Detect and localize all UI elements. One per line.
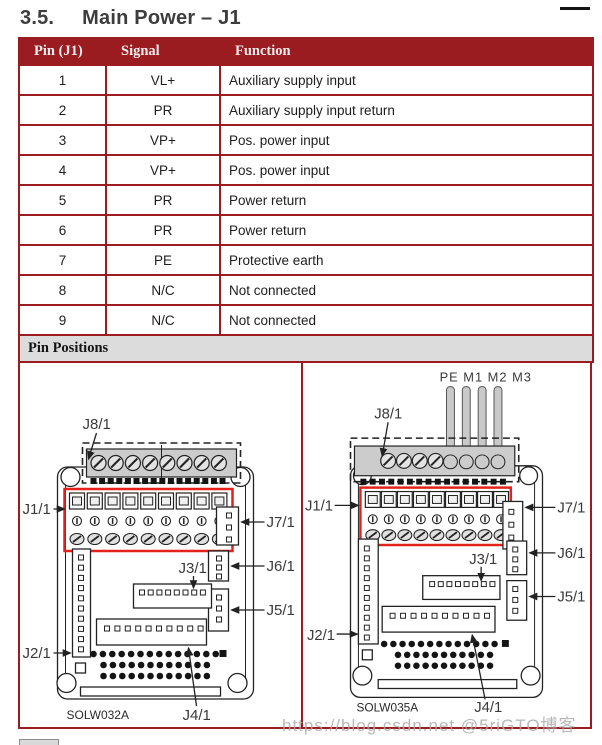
- label-j8: J8/1: [83, 416, 111, 433]
- connector-board-diagram-solw032a: J8/1 J1/1 J7/1 J6/1 J5/1 J3/1 J2/1 J4/1 …: [23, 416, 295, 724]
- side-connectors: [502, 500, 528, 621]
- pin-cell: 4: [18, 154, 107, 186]
- label-j4: J4/1: [183, 707, 211, 724]
- section-row: Pin Positions: [18, 334, 594, 363]
- solder-dot-grid: [90, 650, 227, 680]
- page-title: 3.5. Main Power – J1: [20, 7, 602, 30]
- j3-connector: [132, 583, 213, 609]
- label-j5: J5/1: [267, 602, 295, 619]
- mounting-hole: [60, 466, 81, 488]
- label-j1: J1/1: [23, 501, 51, 518]
- label-j7: J7/1: [267, 514, 295, 531]
- signal-cell: PR: [105, 184, 221, 216]
- label-j2: J2/1: [23, 645, 51, 662]
- signal-cell: N/C: [105, 304, 221, 336]
- header-function: Function: [219, 37, 594, 66]
- pin-cell: 2: [18, 94, 107, 126]
- j8-terminal-strip: [81, 442, 242, 484]
- pin-cell: 3: [18, 124, 107, 156]
- pin-positions-diagrams: J8/1 J1/1 J7/1 J6/1 J5/1 J3/1 J2/1 J4/1 …: [18, 363, 592, 729]
- pin-cell: 9: [18, 304, 107, 336]
- section-title-text: Main Power – J1: [82, 7, 241, 29]
- mounting-hole: [519, 466, 539, 486]
- label-j2: J2/1: [307, 628, 335, 644]
- label-j1: J1/1: [305, 498, 333, 514]
- label-j6: J6/1: [267, 558, 295, 575]
- pin-cell: 5: [18, 184, 107, 216]
- j2-connector: [357, 538, 379, 661]
- j8-terminal-strip: [349, 437, 520, 485]
- page-edge-mark: [560, 7, 590, 10]
- pin-cell: 8: [18, 274, 107, 306]
- label-j3: J3/1: [179, 560, 207, 577]
- header-signal: Signal: [105, 37, 221, 66]
- diagram-left-cell: J8/1 J1/1 J7/1 J6/1 J5/1 J3/1 J2/1 J4/1 …: [20, 363, 301, 727]
- section-number: 3.5.: [20, 7, 55, 29]
- function-cell: Power return: [219, 214, 594, 246]
- function-cell: Auxiliary supply input: [219, 64, 594, 96]
- function-cell: Auxiliary supply input return: [219, 94, 594, 126]
- power-wires: PE M1 M2 M3: [440, 370, 532, 470]
- signal-cell: PR: [105, 214, 221, 246]
- j2-connector: [71, 548, 92, 674]
- signal-cell: N/C: [105, 274, 221, 306]
- signal-cell: VL+: [105, 64, 221, 96]
- function-cell: Not connected: [219, 304, 594, 336]
- pin-cell: 7: [18, 244, 107, 276]
- diagram-caption: SOLW032A: [67, 708, 129, 722]
- signal-cell: VP+: [105, 154, 221, 186]
- function-cell: Protective earth: [219, 244, 594, 276]
- label-j8: J8/1: [374, 406, 402, 422]
- mounting-hole: [227, 672, 248, 694]
- manual-page: { "title": {"number": "3.5.", "text": "M…: [0, 7, 602, 745]
- pin-cell: 6: [18, 214, 107, 246]
- section-label: Pin Positions: [18, 334, 594, 363]
- j3-connector: [422, 575, 501, 601]
- signal-cell: VP+: [105, 124, 221, 156]
- signal-cell: PR: [105, 94, 221, 126]
- connector-board-diagram-solw035a: PE M1 M2 M3: [305, 370, 585, 717]
- function-cell: Not connected: [219, 274, 594, 306]
- wire-labels: PE M1 M2 M3: [440, 370, 532, 385]
- pin-cell: 1: [18, 64, 107, 96]
- j4-connector: [95, 618, 208, 646]
- mounting-hole: [520, 665, 541, 686]
- diagram-caption: SOLW035A: [356, 700, 418, 714]
- next-table-stub: [19, 739, 59, 745]
- label-j3: J3/1: [469, 552, 497, 568]
- solder-dot-grid: [380, 640, 509, 670]
- diagram-labels: J8/1 J1/1 J7/1 J6/1 J5/1 J3/1 J2/1 J4/1 …: [23, 416, 295, 724]
- mounting-hole: [352, 665, 373, 686]
- function-cell: Pos. power input: [219, 124, 594, 156]
- mounting-hole: [56, 672, 77, 694]
- function-cell: Power return: [219, 184, 594, 216]
- table-header-row: Pin (J1) Signal Function: [18, 37, 594, 66]
- diagram-right-cell: PE M1 M2 M3: [301, 363, 590, 727]
- signal-cell: PE: [105, 244, 221, 276]
- label-j4: J4/1: [474, 700, 502, 716]
- label-j5: J5/1: [557, 589, 585, 605]
- function-cell: Pos. power input: [219, 154, 594, 186]
- side-connectors: [207, 506, 240, 632]
- diagram-labels: J8/1 J1/1 J7/1 J6/1 J5/1 J3/1 J2/1 J4/1 …: [305, 406, 585, 716]
- j4-connector: [381, 605, 496, 633]
- label-j6: J6/1: [557, 546, 585, 562]
- header-pin: Pin (J1): [18, 37, 107, 66]
- label-j7: J7/1: [557, 500, 585, 516]
